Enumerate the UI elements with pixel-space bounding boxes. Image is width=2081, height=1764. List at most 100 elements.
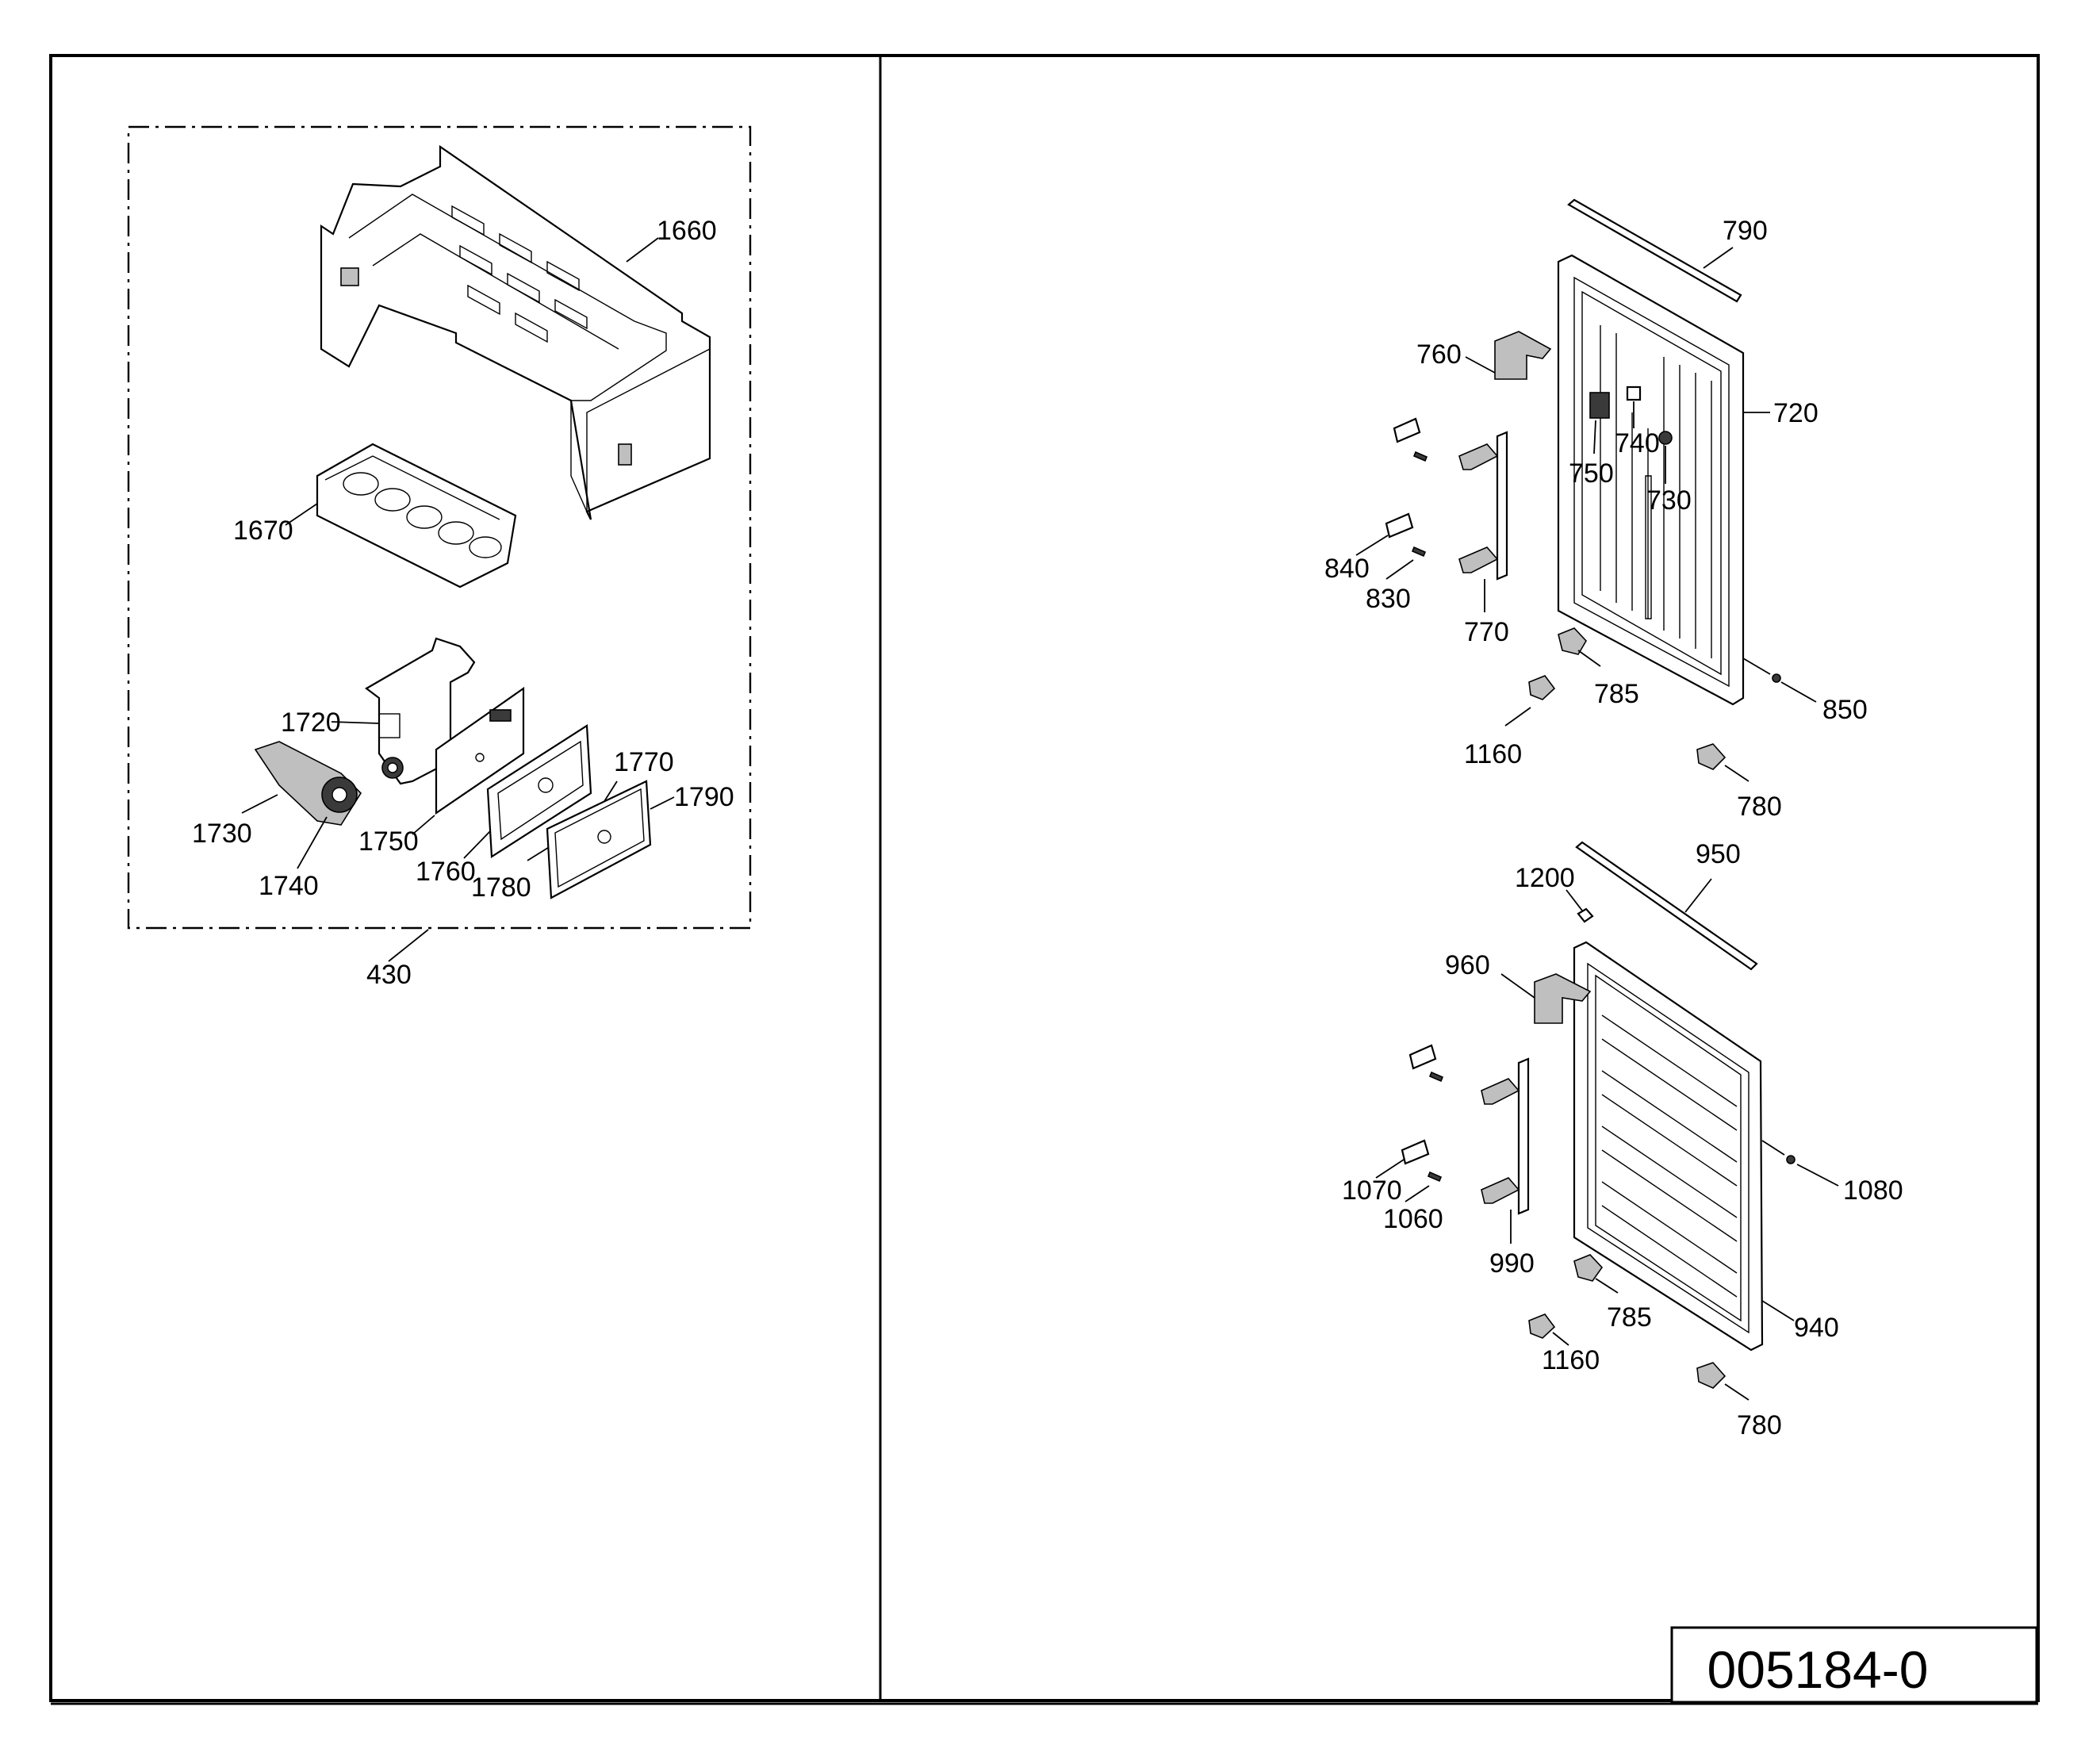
leader-1720 [331,721,380,724]
part-750 [1589,392,1610,419]
part-830-screw-a [1412,451,1428,462]
label-1660: 1660 [657,216,717,246]
part-760-bracket [1494,331,1552,380]
part-850-plug [1772,673,1781,683]
label-1750: 1750 [358,826,419,857]
label-1780: 1780 [471,872,531,903]
assembly-430: 1660 1670 1720 1750 [127,125,752,990]
leader-1160 [1504,707,1531,727]
part-780-hinge [1696,743,1727,770]
part-720-door-panel [1557,254,1745,706]
leader-1750 [412,815,435,835]
leader-1730 [241,794,278,814]
leader-1080-b [1796,1164,1839,1187]
leader-960 [1500,973,1535,999]
part-1080-plug [1786,1155,1795,1164]
label-840: 840 [1324,554,1370,584]
label-770: 770 [1464,617,1509,647]
part-1160-pin-lower [1528,1313,1556,1339]
label-780-lower: 780 [1737,1410,1782,1440]
part-790-top-trim [1567,198,1742,303]
part-1790-cover [546,780,652,899]
label-960: 960 [1445,950,1490,980]
part-1670-ice-tray [316,443,517,589]
leader-780 [1724,765,1749,782]
leader-785-lower [1595,1278,1619,1294]
leader-840 [1355,535,1389,556]
part-1060-screw-a [1428,1071,1444,1083]
leader-1200 [1566,889,1583,911]
part-960-bracket [1534,973,1592,1024]
leader-1760 [463,830,491,859]
label-790: 790 [1723,216,1768,246]
label-850: 850 [1822,695,1868,725]
label-720: 720 [1773,398,1818,428]
label-940: 940 [1794,1313,1839,1343]
title-block: 005184-0 [1670,1626,2038,1704]
leader-850-b [1780,681,1817,703]
part-830-screw-b [1411,546,1427,558]
part-785-hinge-lower [1573,1254,1604,1282]
label-430: 430 [366,960,412,990]
label-760: 760 [1416,339,1462,370]
leader-430 [388,929,429,962]
label-1760: 1760 [416,857,476,887]
label-1080: 1080 [1843,1175,1903,1206]
label-780: 780 [1737,792,1782,822]
part-785-hinge [1558,627,1587,655]
part-770-handle [1458,431,1508,581]
drawing-code: 005184-0 [1707,1640,1929,1699]
part-1070-cap-b [1401,1139,1430,1165]
leader-780-lower [1724,1383,1749,1401]
lower-door-assembly: 950 1200 940 960 1070 [1342,839,1903,1440]
part-940-door-panel [1573,941,1764,1352]
leader-1740 [297,816,328,869]
label-1200: 1200 [1515,863,1575,893]
leader-1070 [1375,1159,1405,1179]
label-830: 830 [1366,584,1411,614]
label-1070: 1070 [1342,1175,1402,1206]
leader-950 [1684,878,1712,913]
part-1750-plate [435,686,525,815]
label-990: 990 [1489,1248,1535,1279]
leader-1160-lower [1552,1332,1569,1346]
label-750: 750 [1569,458,1614,489]
part-840-cap-a [1393,417,1421,443]
leader-1080 [1761,1140,1785,1156]
leader-940 [1761,1300,1795,1321]
label-1720: 1720 [281,708,341,738]
assembly-boundary [127,125,752,930]
part-1730-paddle [254,741,362,826]
label-785: 785 [1594,679,1639,709]
part-1060-screw-b [1427,1171,1443,1183]
part-740 [1626,385,1642,401]
label-1770: 1770 [614,747,674,777]
label-1160-lower: 1160 [1542,1345,1600,1375]
label-740: 740 [1615,428,1660,458]
part-1660-housing [320,144,711,520]
label-730: 730 [1646,485,1692,516]
label-1160: 1160 [1464,739,1522,769]
part-1760-frame [486,724,592,858]
label-1060: 1060 [1383,1204,1443,1234]
leader-785 [1577,650,1601,667]
leader-750 [1593,420,1596,454]
part-1200 [1577,907,1594,923]
label-1730: 1730 [192,819,252,849]
part-730 [1658,431,1673,445]
sheet-border [49,54,2040,1702]
leader-830 [1385,559,1414,580]
part-1160-pin [1528,675,1556,700]
upper-door-assembly: 790 720 760 750 740 7 [1324,198,1868,822]
leader-850 [1742,658,1771,675]
leader-1660 [626,237,659,263]
label-950: 950 [1696,839,1741,869]
part-1070-cap-a [1408,1044,1437,1070]
label-1740: 1740 [259,871,319,901]
part-840-cap-b [1385,512,1414,539]
leader-790 [1703,247,1734,269]
part-990-handle [1481,1057,1530,1215]
leader-760 [1465,356,1496,374]
label-1670: 1670 [233,516,293,546]
